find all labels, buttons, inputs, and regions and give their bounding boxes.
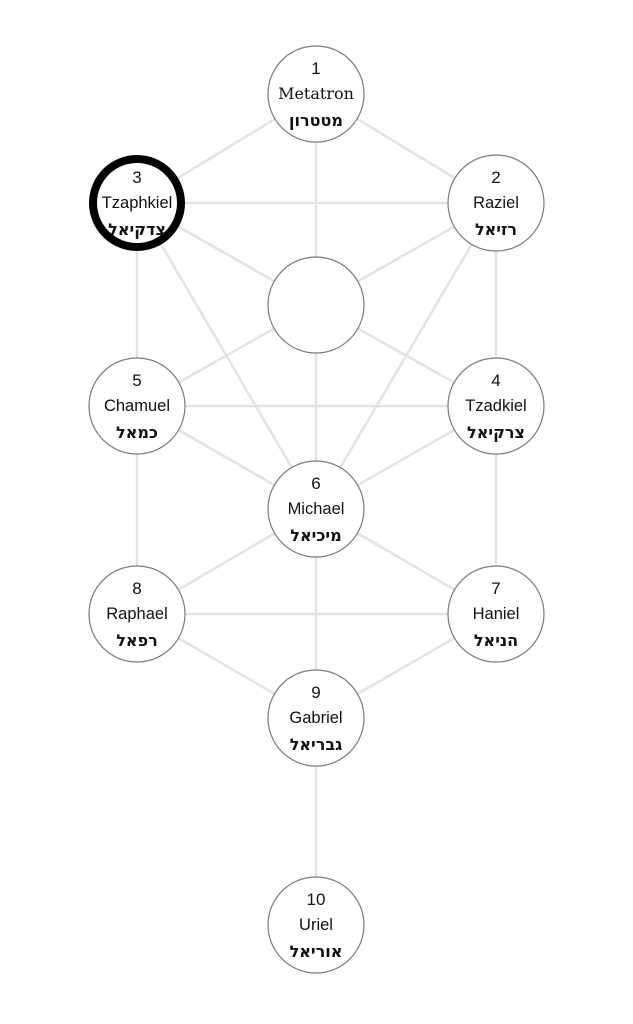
node-circle[interactable] bbox=[267, 460, 365, 558]
node-circle[interactable] bbox=[447, 154, 545, 252]
node-hebrew-name: מיכיאל bbox=[290, 526, 341, 545]
node-circle[interactable] bbox=[88, 565, 186, 663]
node-hebrew-name: צרקיאל bbox=[467, 423, 525, 442]
node-name: Raziel bbox=[473, 194, 519, 212]
node-hebrew-name: גבריאל bbox=[290, 735, 343, 754]
node-name: Raphael bbox=[106, 605, 167, 623]
node-number: 10 bbox=[307, 890, 326, 909]
node-number: 6 bbox=[311, 474, 320, 493]
node-number: 2 bbox=[491, 168, 500, 187]
node-number: 5 bbox=[132, 371, 141, 390]
node-hebrew-name: הניאל bbox=[474, 631, 518, 650]
node-number: 9 bbox=[311, 683, 320, 702]
node-hebrew-name: אוריאל bbox=[290, 942, 343, 961]
node-hebrew-name: מטטרון bbox=[289, 111, 343, 130]
node-hebrew-name: כמאל bbox=[116, 423, 158, 442]
node-hebrew-name: רזיאל bbox=[475, 220, 517, 239]
node-name: Tzaphkiel bbox=[102, 194, 173, 212]
node-number: 8 bbox=[132, 579, 141, 598]
node-name: Tzadkiel bbox=[465, 397, 526, 415]
node-number: 4 bbox=[491, 371, 500, 390]
node-number: 1 bbox=[311, 59, 320, 78]
node-hebrew-name: צדקיאל bbox=[108, 220, 166, 239]
node-circle-selected[interactable] bbox=[89, 155, 185, 251]
node-name: Gabriel bbox=[289, 709, 342, 727]
node-circle[interactable] bbox=[267, 45, 365, 143]
node-circle[interactable] bbox=[88, 357, 186, 455]
node-name: Metatron bbox=[278, 84, 354, 103]
node-circle[interactable] bbox=[267, 256, 365, 354]
node-name: Haniel bbox=[473, 605, 520, 623]
node-number: 7 bbox=[491, 579, 500, 598]
node-hebrew-name: רפאל bbox=[116, 631, 157, 650]
node-circle[interactable] bbox=[267, 876, 365, 974]
node-name: Chamuel bbox=[104, 397, 170, 415]
node-name: Uriel bbox=[299, 916, 333, 934]
node-number: 3 bbox=[132, 168, 141, 187]
node-empty[interactable] bbox=[267, 256, 365, 354]
node-name: Michael bbox=[288, 500, 345, 518]
node-circle[interactable] bbox=[447, 357, 545, 455]
node-circle[interactable] bbox=[447, 565, 545, 663]
node-circle[interactable] bbox=[267, 669, 365, 767]
